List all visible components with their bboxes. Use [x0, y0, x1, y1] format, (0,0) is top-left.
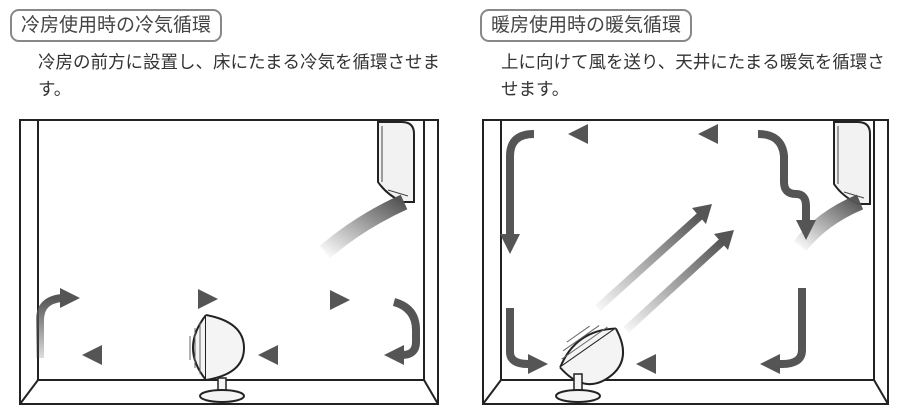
wall-air-conditioner-icon [833, 121, 871, 205]
circulator-fan-icon [189, 314, 246, 403]
floor-arrow-right-2 [258, 290, 350, 310]
heating-section: 暖房使用時の暖気循環 上に向けて風を送り、天井にたまる暖気を循環させます。 [450, 0, 900, 414]
diagonal-arrow-2 [623, 230, 734, 333]
ceiling-arrow-left-1 [568, 124, 620, 144]
left-curved-arrow [36, 288, 80, 358]
cooling-section: 冷房使用時の冷気循環 冷房の前方に設置し、床にたまる冷気を循環させます。 [10, 9, 440, 405]
ac-airflow [319, 194, 408, 259]
diagonal-arrow-1 [595, 204, 712, 311]
circulator-fan-icon [555, 325, 624, 403]
room-outline [19, 119, 439, 405]
cooling-description: 冷房の前方に設置し、床にたまる冷気を循環させます。 [38, 53, 440, 100]
ceiling-arrow-left-2 [698, 124, 750, 144]
floor-arrow-left-2 [760, 288, 806, 374]
heating-title: 暖房使用時の暖気循環 [480, 9, 693, 42]
floor-arrow-left-1 [636, 354, 688, 374]
floor-arrow-left-2 [258, 345, 352, 365]
wall-air-conditioner-icon [377, 121, 415, 203]
floor-arrow-left-1 [82, 345, 172, 365]
left-wall-arrow-down [500, 130, 535, 254]
floor-arrow-right-1 [128, 289, 218, 309]
right-curved-arrow [384, 298, 420, 365]
room-outline [482, 119, 889, 405]
cooling-title: 冷房使用時の冷気循環 [10, 9, 223, 42]
cooling-room-illustration [19, 119, 439, 405]
floor-arrow-right-left [506, 308, 548, 374]
right-wall-arrow-down [757, 130, 816, 240]
heating-room-illustration [482, 119, 889, 405]
heating-description: 上に向けて風を送り、天井にたまる暖気を循環させます。 [501, 53, 885, 100]
ac-airflow [793, 194, 864, 252]
